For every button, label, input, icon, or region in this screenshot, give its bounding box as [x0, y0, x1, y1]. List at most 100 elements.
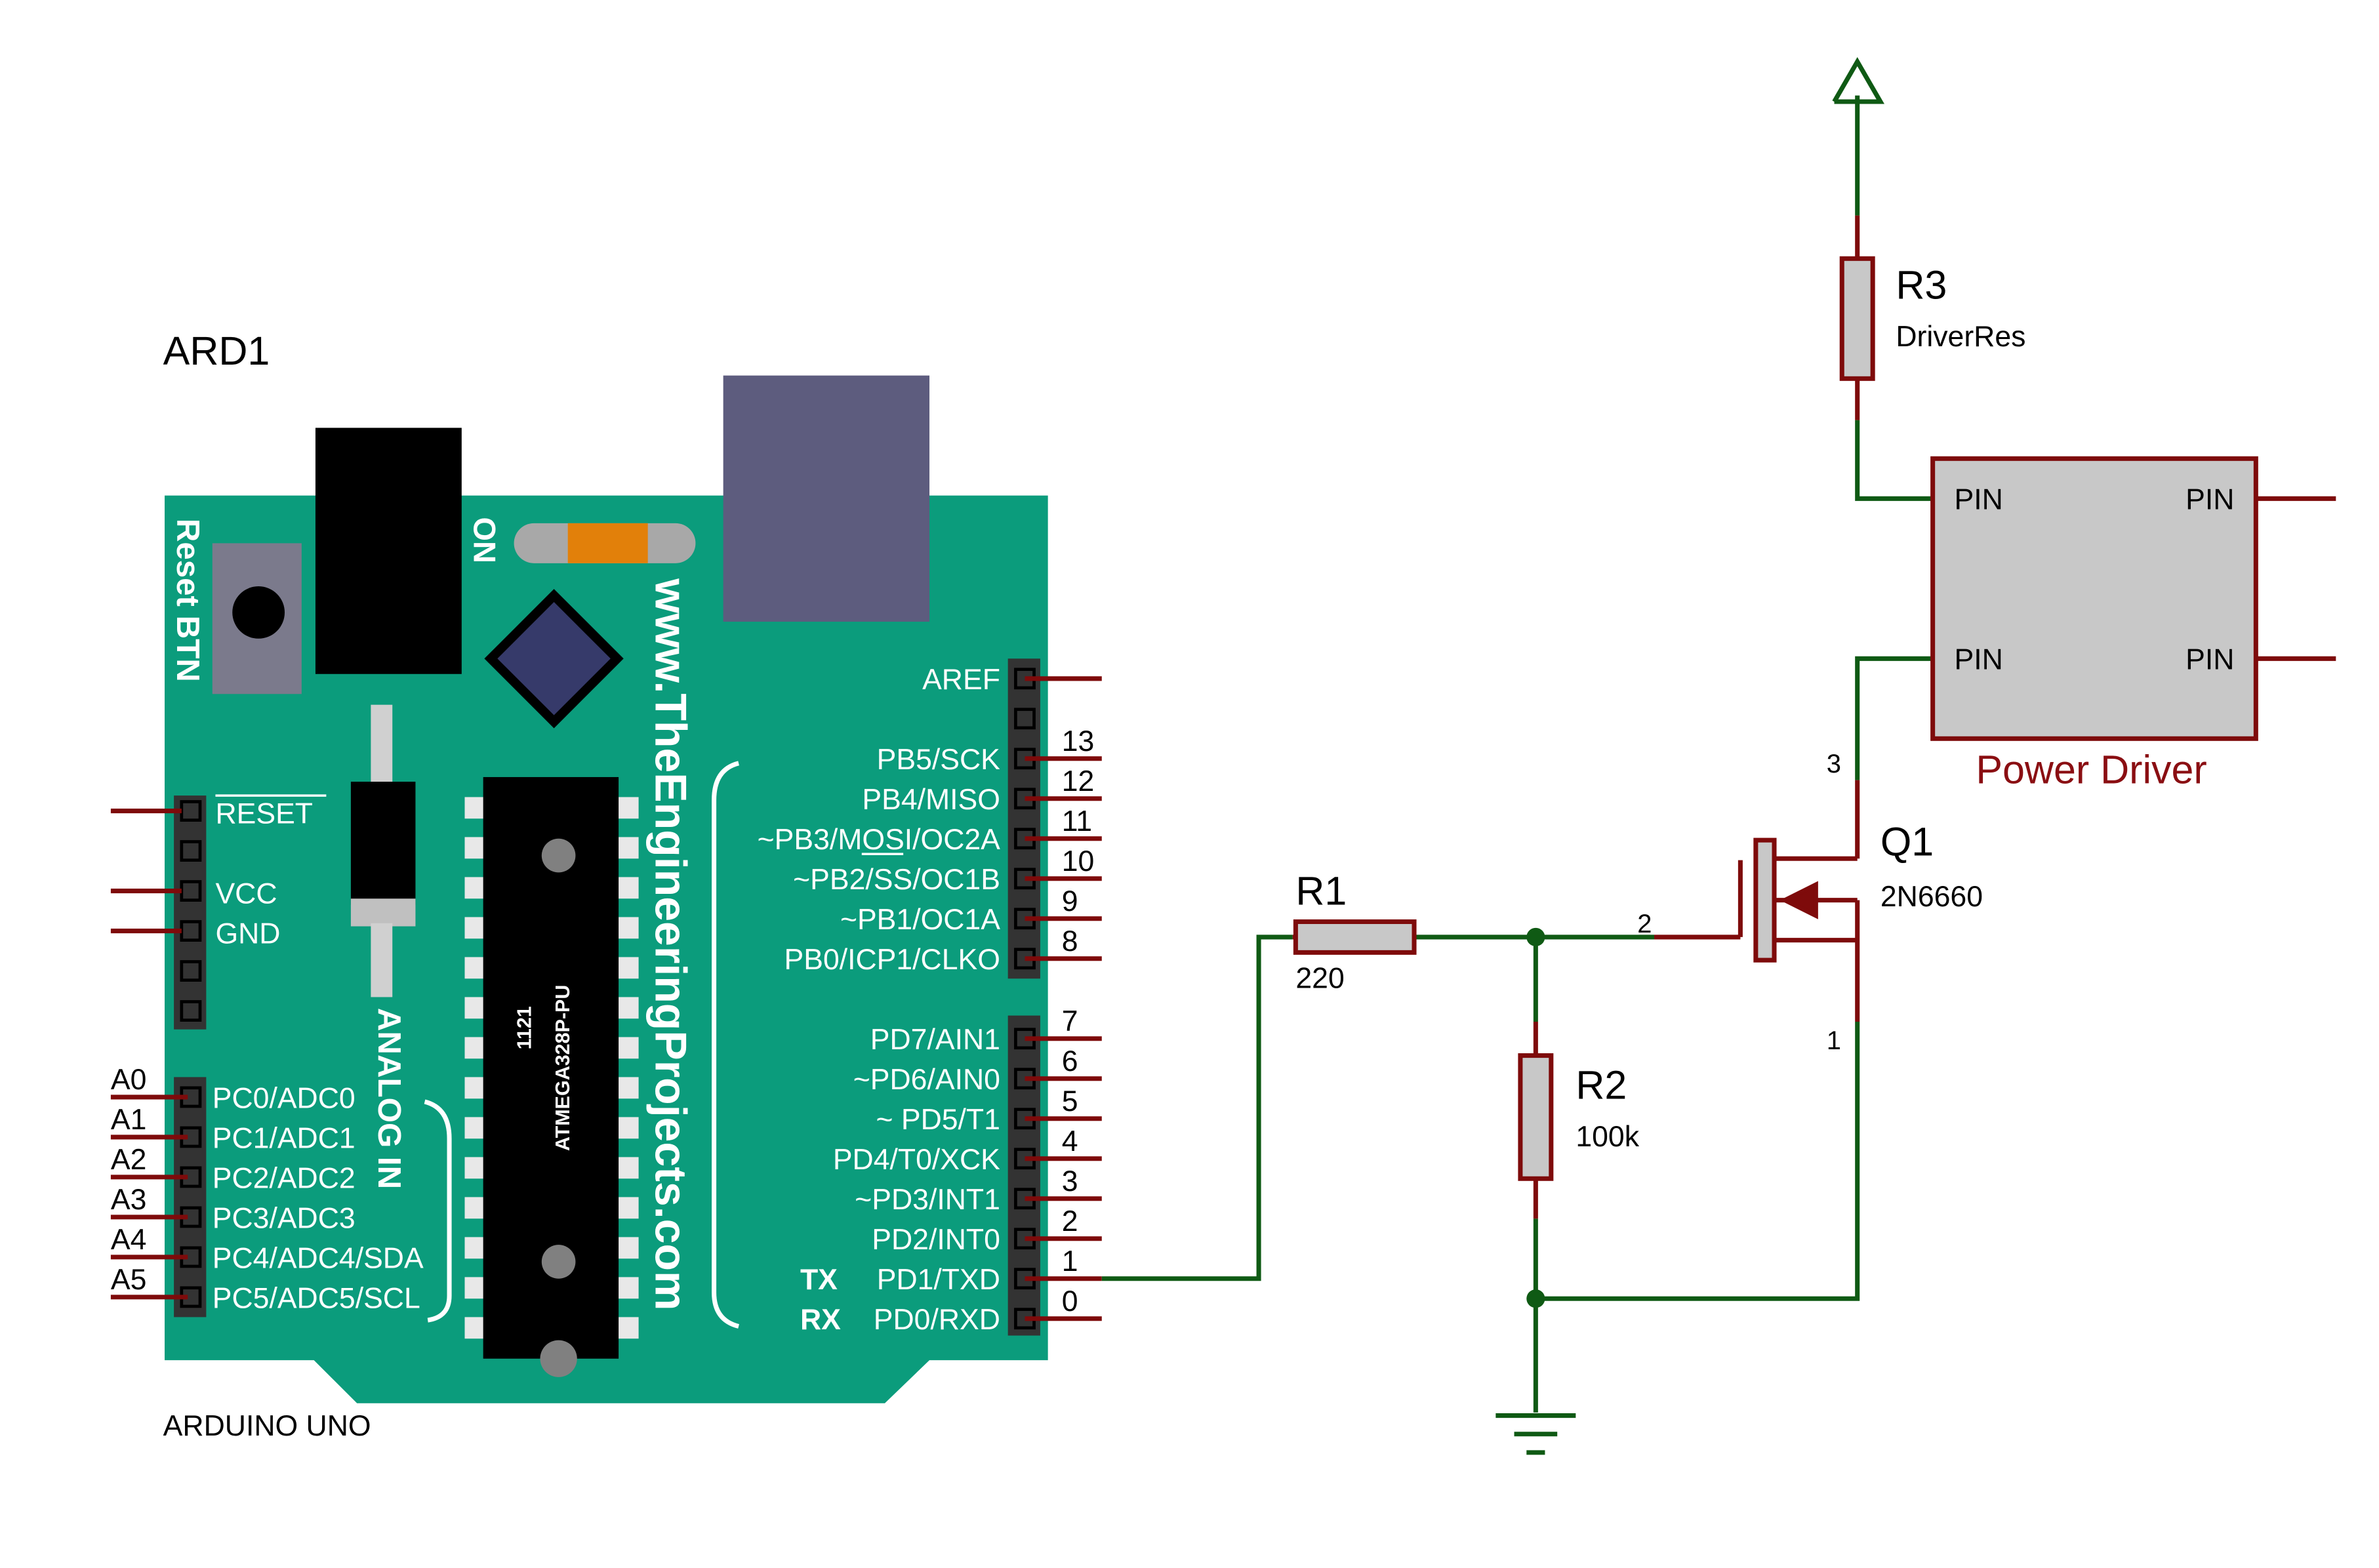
digital-pin-name: PD7/AIN1 — [870, 1024, 1000, 1056]
dip-pin-left — [464, 1037, 487, 1059]
digital-pin-number: 2 — [1062, 1205, 1078, 1237]
power-header-pin — [180, 840, 202, 862]
power-header-pin — [180, 1000, 202, 1022]
power-driver-block: PIN PIN PIN PIN Power Driver — [1930, 456, 2336, 792]
digital-pin-name: ~PD6/AIN0 — [853, 1064, 1000, 1096]
dip-pin-right — [617, 1157, 639, 1179]
digital-pin-name: PB0/ICP1/CLKO — [784, 944, 1000, 976]
crystal-body — [350, 781, 416, 905]
power-header-pin — [180, 960, 202, 982]
digital-pin-number: 3 — [1062, 1165, 1078, 1197]
dip-pin-right — [617, 1237, 639, 1259]
dip-pin-right — [617, 1037, 639, 1059]
digital-pin-number: 6 — [1062, 1045, 1078, 1077]
q1-value: 2N6660 — [1881, 881, 1983, 913]
digital-pin-number: 0 — [1062, 1285, 1078, 1317]
digital-pin-name: ~PB3/MOSI/OC2A — [758, 824, 1001, 856]
driver-pin-label-1: PIN — [1954, 484, 2003, 516]
digital-pin-number: 7 — [1062, 1005, 1078, 1037]
dip-pin-left — [464, 1317, 487, 1339]
digital-pin-name: ~PB2/SS/OC1B — [793, 864, 1000, 896]
analog-pin-name: PC2/ADC2 — [213, 1162, 356, 1194]
analog-pin-number: A4 — [111, 1224, 147, 1256]
board-ref-label: ARD1 — [163, 329, 270, 373]
digital-pin-number: 5 — [1062, 1085, 1078, 1117]
dip-pin-right — [617, 877, 639, 899]
r3-ref: R3 — [1896, 262, 1947, 307]
r2-ref: R2 — [1576, 1062, 1627, 1107]
website-label: www.TheEngineeringProjects.com — [645, 578, 695, 1310]
digital-pin-name: PB4/MISO — [862, 784, 1000, 816]
analog-pin-number: A2 — [111, 1144, 147, 1176]
wire-d1-to-r1 — [1101, 935, 1293, 1281]
digital-bracket — [712, 761, 740, 1329]
chip-label-1121: 1121 — [513, 1006, 535, 1049]
r1-value: 220 — [1295, 962, 1344, 994]
analog-bracket — [424, 1099, 452, 1323]
analog-header — [174, 1077, 207, 1317]
digital-pin-name: ~PB1/OC1A — [840, 904, 1000, 936]
tx-label: TX — [800, 1264, 838, 1296]
dip-pin-left — [464, 957, 487, 979]
rx-label: RX — [800, 1304, 841, 1336]
dip-pin-left — [464, 837, 487, 859]
r2-value: 100k — [1576, 1121, 1639, 1153]
digital-pin-number: 9 — [1062, 885, 1078, 917]
ground-icon — [1495, 1413, 1576, 1455]
dip-pin-right — [617, 957, 639, 979]
driver-pin-label-4: PIN — [2186, 644, 2234, 676]
r1-ref: R1 — [1295, 869, 1347, 914]
analog-pin-number: A0 — [111, 1064, 147, 1096]
wire-drain-to-driver — [1855, 656, 1933, 780]
dip-pin-right — [617, 1077, 639, 1099]
dip-pin-right — [617, 1117, 639, 1139]
dip-pin-left — [464, 1237, 487, 1259]
digital-header-pin — [1014, 708, 1036, 730]
dip-pin-right — [617, 1317, 639, 1339]
digital-pin-name: ~PD3/INT1 — [855, 1184, 1000, 1216]
dip-pin-right — [617, 1277, 639, 1299]
digital-pin-number: 8 — [1062, 925, 1078, 957]
board-model-label: ARDUINO UNO — [163, 1410, 371, 1442]
digital-header-high — [1007, 658, 1040, 979]
arduino-board: ARD1 Reset BTN ON www.TheEngineeringProj… — [110, 329, 1048, 1442]
analog-pin-number: A3 — [111, 1184, 147, 1216]
analog-pin-name: PC0/ADC0 — [213, 1082, 356, 1114]
dc-power-jack — [315, 428, 462, 674]
dip-pin-left — [464, 1117, 487, 1139]
resistor-r1: R1 220 — [1292, 869, 1417, 994]
atmega-dip-pins — [464, 797, 639, 1339]
dip-pin-left — [464, 1157, 487, 1179]
junction-node-gate — [1526, 927, 1545, 947]
mosfet-q1 — [1654, 780, 1860, 1022]
wires — [1101, 95, 1933, 1413]
wire-r3-to-driver — [1855, 420, 1933, 501]
reset-button-cap — [232, 586, 285, 639]
dip-pin-right — [617, 997, 639, 1019]
digital-pin-name: PD4/T0/XCK — [833, 1144, 1000, 1176]
digital-pin-name: PD2/INT0 — [872, 1224, 1000, 1256]
power-header — [174, 795, 207, 1030]
digital-pin-number: 10 — [1062, 845, 1095, 877]
digital-pin-number: 13 — [1062, 725, 1095, 757]
digital-pin-number: 4 — [1062, 1125, 1078, 1157]
analog-pin-name: PC1/ADC1 — [213, 1122, 356, 1154]
on-led-label: ON — [468, 517, 502, 563]
analog-in-label: ANALOG IN — [371, 1008, 407, 1189]
resistor-r2: R2 100k — [1518, 1021, 1640, 1219]
crystal-lead-top — [371, 704, 393, 785]
q1-ref: Q1 — [1881, 820, 1934, 864]
on-led-light — [567, 523, 648, 563]
dip-pin-left — [464, 797, 487, 819]
digital-pin-number: 11 — [1062, 805, 1092, 837]
reset-btn-label: Reset BTN — [170, 519, 206, 682]
q1-pin-drain: 3 — [1827, 750, 1841, 778]
chip-notch — [540, 1340, 577, 1377]
digital-pin-number: 1 — [1062, 1245, 1078, 1277]
analog-pin-number: A1 — [111, 1104, 147, 1136]
power-pin-label-reset: RESET — [215, 797, 313, 830]
q1-pin-gate: 2 — [1637, 910, 1652, 938]
q1-pin-source: 1 — [1827, 1026, 1841, 1055]
resistor-r3: R3 DriverRes — [1839, 215, 2025, 420]
